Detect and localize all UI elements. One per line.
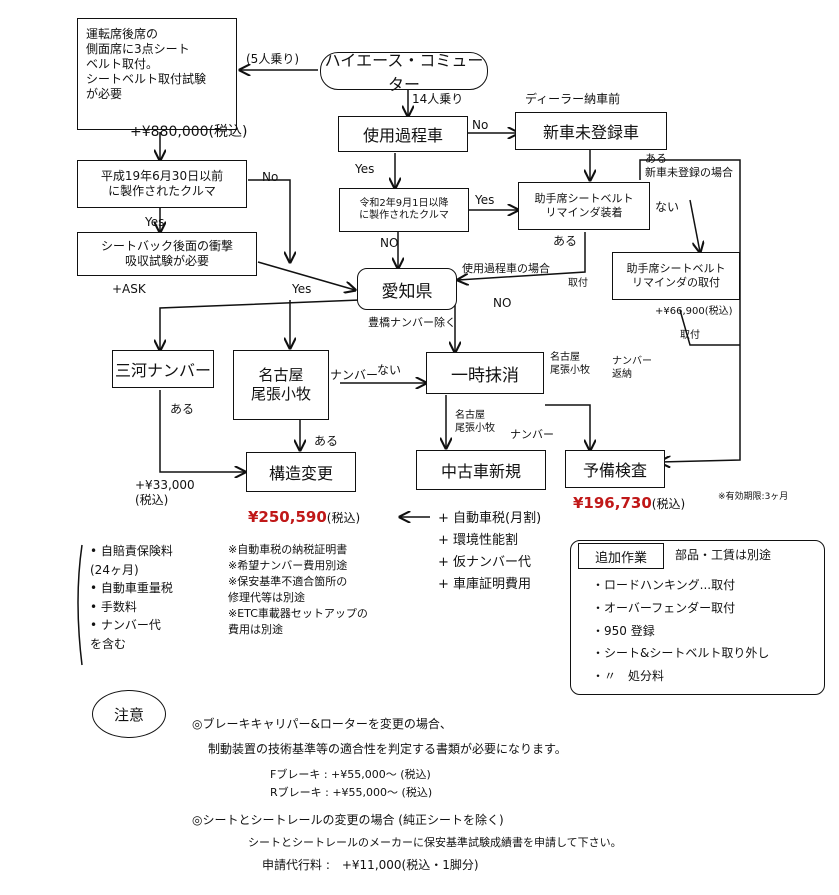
- additional-work-item: ・〃 処分料: [592, 669, 665, 684]
- mikawa-number-box: 三河ナンバー: [112, 350, 214, 388]
- toritsuke-label-2: 取付: [680, 330, 700, 341]
- included-item: • 手数料: [90, 599, 137, 614]
- notice-seat-1: ◎シートとシートレールの変更の場合 (純正シートを除く): [192, 813, 504, 827]
- usage-vehicle-box: 使用過程車: [338, 116, 468, 152]
- main-price: +¥880,000(税込): [130, 124, 248, 140]
- nagoya-box: 名古屋 尾張小牧: [233, 350, 329, 420]
- toritsuke-label: 取付: [568, 278, 588, 289]
- no-label-usage: No: [472, 118, 489, 132]
- used-new-registration-box: 中古車新規: [416, 450, 546, 490]
- hiace-commuter-box: ハイエース・コミューター: [320, 51, 488, 94]
- nai-label-reminder: ない: [655, 200, 680, 214]
- nagoya-right-label: 名古屋 尾張小牧: [550, 352, 590, 376]
- number-returned-label: ナンバー 返納: [612, 356, 652, 380]
- yes-label-usage: Yes: [355, 162, 375, 176]
- notice-brake-f: Fブレーキ : +¥55,000〜 (税込): [270, 768, 431, 781]
- built-before-box: 平成19年6月30日以前 に製作されたクルマ: [77, 160, 247, 208]
- excl-toyohashi-label: 豊橋ナンバー除く: [368, 316, 456, 329]
- aru-label-reminder: ある: [553, 234, 578, 248]
- no-label-reiwa: NO: [380, 236, 399, 250]
- small-notes-list: ※自動車税の納税証明書 ※希望ナンバー費用別途 ※保安基準不適合箇所の 修理代等は別…: [228, 542, 368, 638]
- structure-additions-list: + 自動車税(月割) + 環境性能割 + 仮ナンバー代 + 車庫証明費用: [438, 508, 541, 596]
- additional-work-note: 部品・工賃は別途: [675, 548, 772, 562]
- ask-label: +ASK: [112, 282, 146, 296]
- reiwa-box: 令和2年9月1日以降 に製作されたクルマ: [339, 188, 469, 232]
- usage-case-label: 使用過程車の場合: [462, 262, 550, 275]
- notice-brake-r: Rブレーキ : +¥55,000〜 (税込): [270, 786, 433, 799]
- structure-addition-item: + 車庫証明費用: [438, 577, 532, 593]
- aichi-box: 愛知県: [357, 268, 457, 310]
- number-mid-label: ナンバー: [510, 428, 554, 441]
- notice-oval: 注意: [92, 690, 166, 738]
- additional-work-item: ・950 登録: [592, 623, 655, 638]
- structure-price-value: ¥250,590: [248, 508, 327, 526]
- notice-brake-2: 制動装置の技術基準等の適合性を判定する書類が必要になります。: [208, 742, 567, 756]
- small-note-item: ※ETC車載器セットアップの 費用は別途: [228, 606, 368, 636]
- pre-inspection-price-tax: (税込): [651, 497, 686, 511]
- new-unregistered-case-label: ある 新車未登録の場合: [645, 152, 733, 179]
- aru-label-nagoya: ある: [314, 434, 339, 448]
- notice-brake-1-text: ブレーキキャリパー&ローターを変更の場合、: [202, 717, 452, 731]
- mikawa-price-label: +¥33,000 (税込): [135, 478, 195, 507]
- reminder-price-label: +¥66,900(税込): [655, 306, 733, 317]
- included-item: • ナンバー代 を含む: [90, 618, 161, 651]
- fourteen-seats-label: 14人乗り: [412, 92, 464, 106]
- structure-addition-item: + 環境性能割: [438, 533, 519, 549]
- structure-addition-item: + 自動車税(月割): [438, 511, 542, 526]
- additional-work-item: ・オーバーフェンダー取付: [592, 600, 736, 615]
- notice-seat-1-text: シートとシートレールの変更の場合 (純正シートを除く): [202, 813, 504, 827]
- small-note-item: ※自動車税の納税証明書: [228, 543, 348, 556]
- pre-inspection-box: 予備検査: [565, 450, 665, 488]
- notice-seat-3: 申請代行料 : +¥11,000(税込・1脚分): [262, 858, 479, 872]
- dealer-label: ディーラー納車前: [525, 92, 621, 106]
- no-label-built: No: [262, 170, 279, 184]
- structure-price: ¥250,590(税込): [248, 508, 360, 527]
- structure-price-tax: (税込): [326, 511, 361, 525]
- yes-label-aichi: Yes: [292, 282, 312, 296]
- pre-inspection-price-value: ¥196,730: [573, 494, 652, 512]
- structure-change-box: 構造変更: [246, 452, 356, 492]
- aru-label-mikawa: ある: [170, 402, 195, 416]
- no-label-aichi: NO: [493, 296, 512, 310]
- nai-label-mid: ない: [377, 363, 402, 377]
- notice-seat-2: シートとシートレールのメーカーに保安基準試験成績書を申請して下さい。: [248, 836, 622, 849]
- structure-addition-item: + 仮ナンバー代: [438, 555, 532, 571]
- notice-brake-1: ◎ブレーキキャリパー&ローターを変更の場合、: [192, 717, 452, 731]
- new-unregistered-box: 新車未登録車: [515, 112, 667, 150]
- additional-work-item: ・ロードハンキング...取付: [592, 578, 736, 592]
- reminder-installed-box: 助手席シートベルト リマインダ装着: [518, 182, 650, 230]
- additional-work-item: ・シート&シートベルト取り外し: [592, 646, 770, 661]
- nagoya-mid-label: 名古屋 尾張小牧: [455, 410, 495, 434]
- included-list: • 自賠責保険料 (24ヶ月) • 自動車重量税 • 手数料 • ナンバー代 を含む: [90, 542, 173, 654]
- yes-label-seatback: Yes: [145, 215, 165, 229]
- included-item: • 自動車重量税: [90, 581, 173, 596]
- additional-work-title: 追加作業: [578, 543, 664, 569]
- one-time-deregistration-box: 一時抹消: [426, 352, 544, 394]
- reminder-mount-box: 助手席シートベルト リマインダの取付: [612, 252, 740, 300]
- additional-work-items: ・ロードハンキング...取付・オーバーフェンダー取付・950 登録・シート&シー…: [592, 574, 769, 688]
- rear-seat-box: 運転席後席の 側面席に3点シート ベルト取付。 シートベルト取付試験 が必要: [77, 18, 237, 130]
- seatback-test-box: シートバック後面の衝撃 吸収試験が必要: [77, 232, 257, 276]
- validity-label: ※有効期限:3ヶ月: [718, 492, 789, 502]
- small-note-item: ※希望ナンバー費用別途: [228, 558, 348, 572]
- five-seats-label: (5人乗り): [246, 52, 299, 66]
- number-label-left: ナンバー: [330, 368, 379, 382]
- included-item: • 自賠責保険料 (24ヶ月): [90, 544, 173, 577]
- pre-inspection-price: ¥196,730(税込): [573, 494, 685, 513]
- yes-label-reiwa: Yes: [475, 193, 495, 207]
- main-price-value: ¥880,000(税込): [141, 124, 248, 140]
- small-note-item: ※保安基準不適合箇所の 修理代等は別途: [228, 574, 348, 604]
